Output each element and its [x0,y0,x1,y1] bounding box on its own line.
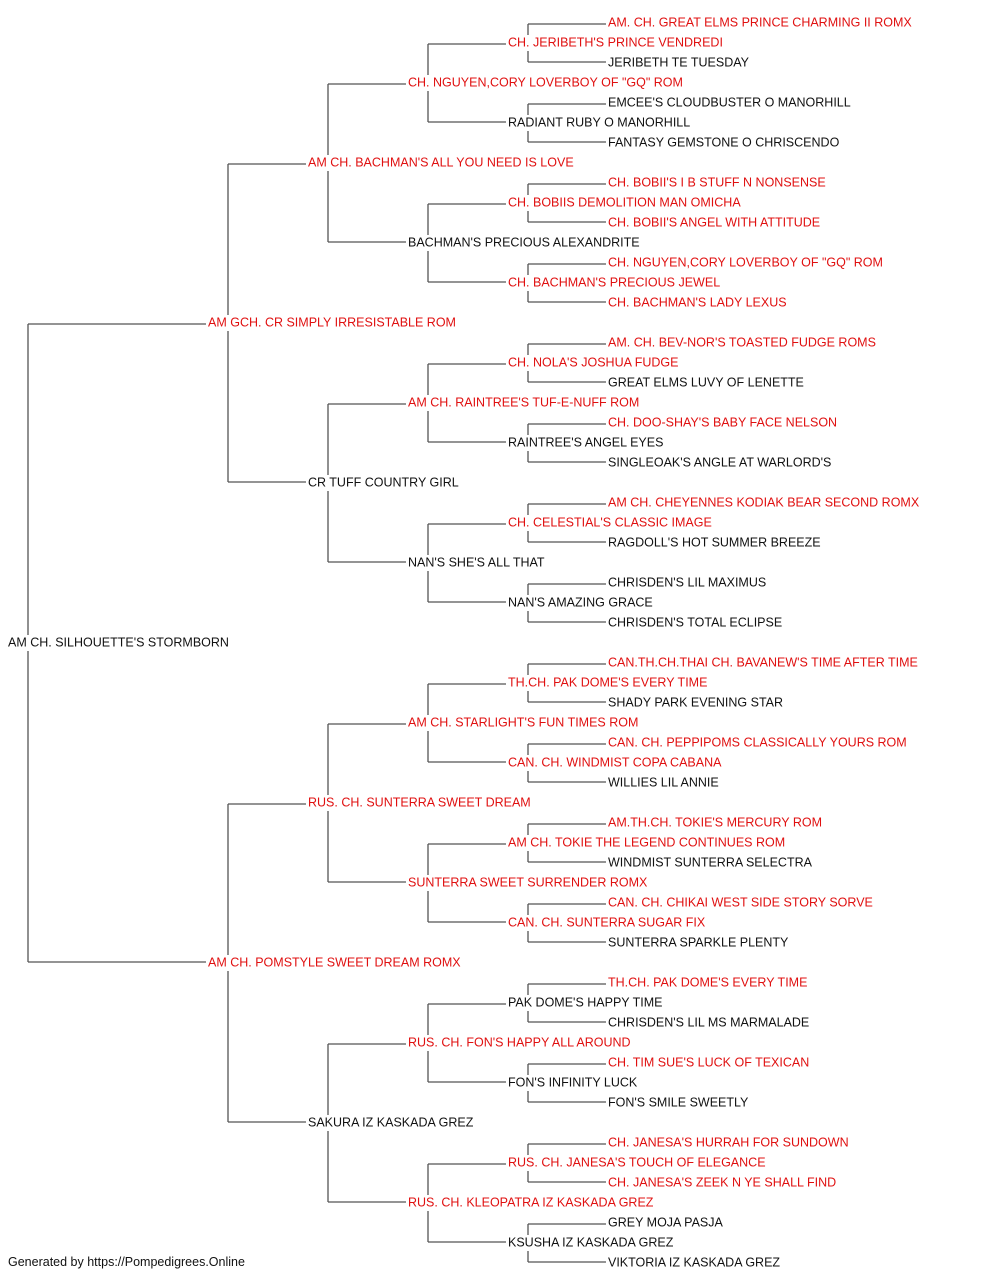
ancestor-name: CHRISDEN'S LIL MS MARMALADE [608,1015,809,1029]
ancestor-name: WINDMIST SUNTERRA SELECTRA [608,855,813,869]
ancestor-name: AM CH. STARLIGHT'S FUN TIMES ROM [408,715,638,729]
ancestor-name: RADIANT RUBY O MANORHILL [508,115,690,129]
ancestor-name: AM CH. SILHOUETTE'S STORMBORN [8,635,229,649]
ancestor-name: AM.TH.CH. TOKIE'S MERCURY ROM [608,815,822,829]
ancestor-name: CAN. CH. SUNTERRA SUGAR FIX [508,915,706,929]
ancestor-name: CH. TIM SUE'S LUCK OF TEXICAN [608,1055,809,1069]
ancestor-name: RUS. CH. FON'S HAPPY ALL AROUND [408,1035,631,1049]
ancestor-name: CH. NGUYEN,CORY LOVERBOY OF "GQ" ROM [408,75,683,89]
footer-credit: Generated by https://Pompedigrees.Online [8,1255,245,1269]
ancestor-name: SINGLEOAK'S ANGLE AT WARLORD'S [608,455,831,469]
ancestor-name: AM GCH. CR SIMPLY IRRESISTABLE ROM [208,315,456,329]
ancestor-name: EMCEE'S CLOUDBUSTER O MANORHILL [608,95,851,109]
ancestor-name: RUS. CH. KLEOPATRA IZ KASKADA GREZ [408,1195,654,1209]
ancestor-name: TH.CH. PAK DOME'S EVERY TIME [608,975,807,989]
ancestor-name: FON'S INFINITY LUCK [508,1075,638,1089]
ancestor-name: JERIBETH TE TUESDAY [608,55,750,69]
ancestor-name: CH. JANESA'S ZEEK N YE SHALL FIND [608,1175,836,1189]
ancestor-name: CH. CELESTIAL'S CLASSIC IMAGE [508,515,712,529]
ancestor-name: CH. BOBIIS DEMOLITION MAN OMICHA [508,195,741,209]
ancestor-name: GREY MOJA PASJA [608,1215,724,1229]
ancestor-name: CH. DOO-SHAY'S BABY FACE NELSON [608,415,837,429]
ancestor-name: CH. BOBII'S I B STUFF N NONSENSE [608,175,826,189]
ancestor-name: RAGDOLL'S HOT SUMMER BREEZE [608,535,821,549]
ancestor-name: AM CH. TOKIE THE LEGEND CONTINUES ROM [508,835,785,849]
ancestor-name: NAN'S SHE'S ALL THAT [408,555,545,569]
ancestor-name: AM CH. RAINTREE'S TUF-E-NUFF ROM [408,395,639,409]
ancestor-name: FANTASY GEMSTONE O CHRISCENDO [608,135,840,149]
ancestor-name: RUS. CH. SUNTERRA SWEET DREAM [308,795,531,809]
ancestor-name: RUS. CH. JANESA'S TOUCH OF ELEGANCE [508,1155,766,1169]
ancestor-name: KSUSHA IZ KASKADA GREZ [508,1235,674,1249]
ancestor-name: NAN'S AMAZING GRACE [508,595,653,609]
ancestor-name: TH.CH. PAK DOME'S EVERY TIME [508,675,707,689]
ancestor-name: CH. BOBII'S ANGEL WITH ATTITUDE [608,215,820,229]
ancestor-name: FON'S SMILE SWEETLY [608,1095,749,1109]
ancestor-name: GREAT ELMS LUVY OF LENETTE [608,375,804,389]
ancestor-name: CH. JERIBETH'S PRINCE VENDREDI [508,35,723,49]
ancestor-name: SHADY PARK EVENING STAR [608,695,783,709]
ancestor-name: CH. BACHMAN'S LADY LEXUS [608,295,787,309]
ancestor-name: CH. NOLA'S JOSHUA FUDGE [508,355,678,369]
ancestor-name: CHRISDEN'S TOTAL ECLIPSE [608,615,782,629]
ancestor-name: CH. JANESA'S HURRAH FOR SUNDOWN [608,1135,849,1149]
ancestor-name: CAN.TH.CH.THAI CH. BAVANEW'S TIME AFTER … [608,655,918,669]
ancestor-name: AM. CH. BEV-NOR'S TOASTED FUDGE ROMS [608,335,876,349]
ancestor-name: CAN. CH. CHIKAI WEST SIDE STORY SORVE [608,895,873,909]
ancestor-name: AM CH. CHEYENNES KODIAK BEAR SECOND ROMX [608,495,920,509]
ancestor-name: SUNTERRA SPARKLE PLENTY [608,935,789,949]
ancestor-name: SUNTERRA SWEET SURRENDER ROMX [408,875,648,889]
ancestor-name: WILLIES LIL ANNIE [608,775,719,789]
ancestor-name: BACHMAN'S PRECIOUS ALEXANDRITE [408,235,640,249]
ancestor-name: CHRISDEN'S LIL MAXIMUS [608,575,766,589]
ancestor-name: AM. CH. GREAT ELMS PRINCE CHARMING II RO… [608,15,912,29]
ancestor-name: SAKURA IZ KASKADA GREZ [308,1115,474,1129]
ancestor-name: CH. BACHMAN'S PRECIOUS JEWEL [508,275,720,289]
ancestor-name: CH. NGUYEN,CORY LOVERBOY OF "GQ" ROM [608,255,883,269]
ancestor-name: CAN. CH. WINDMIST COPA CABANA [508,755,722,769]
ancestor-name: AM CH. BACHMAN'S ALL YOU NEED IS LOVE [308,155,574,169]
ancestor-name: AM CH. POMSTYLE SWEET DREAM ROMX [208,955,461,969]
ancestor-name: CR TUFF COUNTRY GIRL [308,475,459,489]
ancestor-name: CAN. CH. PEPPIPOMS CLASSICALLY YOURS ROM [608,735,907,749]
ancestor-name: VIKTORIA IZ KASKADA GREZ [608,1255,780,1269]
ancestor-name: RAINTREE'S ANGEL EYES [508,435,663,449]
ancestor-name: PAK DOME'S HAPPY TIME [508,995,663,1009]
